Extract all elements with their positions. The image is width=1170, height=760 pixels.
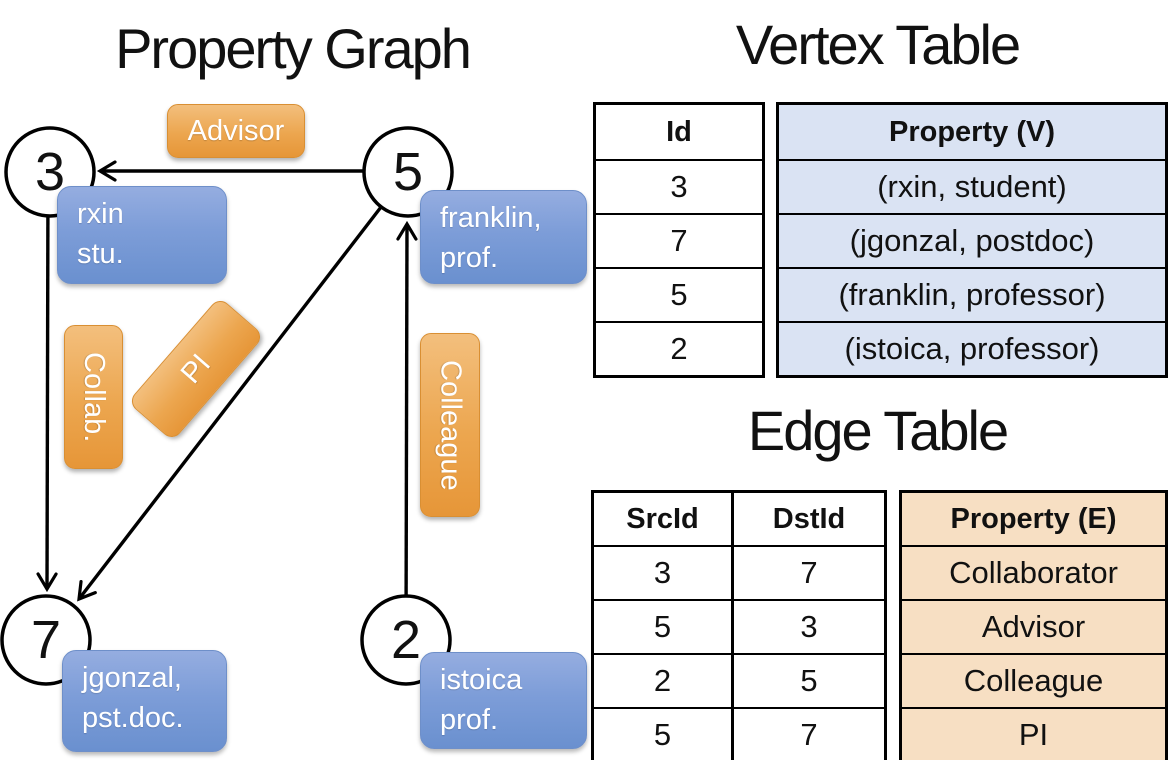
edge-row-dstid: 3 xyxy=(731,601,884,653)
edge-label-advisor: Advisor xyxy=(167,104,305,158)
edge-row-srcid: 5 xyxy=(653,609,672,644)
vertex-callout-2-line2: prof. xyxy=(440,704,499,736)
edge-label-collab: Collab. xyxy=(64,325,123,469)
edge-colleague-2-to-5 xyxy=(396,220,418,639)
edge-table-property-column: Property (E) Collaborator Advisor Collea… xyxy=(899,490,1168,760)
edge-table-title: Edge Table xyxy=(747,399,1009,462)
vertex-table-header-id: Id xyxy=(666,115,692,148)
edge-table-id-columns: SrcId DstId 3 7 5 3 2 5 5 7 xyxy=(591,490,887,760)
vertex-table-property-column: Property (V) (rxin, student) (jgonzal, p… xyxy=(776,102,1168,378)
vertex-callout-3: rxin stu. xyxy=(57,186,227,284)
edge-table-header-srcid: SrcId xyxy=(626,502,699,535)
vertex-table-title: Vertex Table xyxy=(735,13,1021,76)
property-graph-title: Property Graph xyxy=(115,17,472,80)
vertex-callout-3-line2: stu. xyxy=(77,238,124,270)
edge-label-colleague: Colleague xyxy=(420,333,480,517)
vertex-callout-7-line1: jgonzal, xyxy=(82,662,182,694)
edge-row-property: Colleague xyxy=(902,655,1165,707)
vertex-table-id-column: Id 3 7 5 2 xyxy=(593,102,765,378)
edge-row-srcid: 2 xyxy=(653,663,672,698)
vertex-row-property: (franklin, professor) xyxy=(779,269,1165,321)
edge-row-dstid: 5 xyxy=(731,655,884,707)
vertex-callout-5-line1: franklin, xyxy=(440,202,542,234)
vertex-callout-2: istoica prof. xyxy=(420,652,587,749)
vertex-row-id: 5 xyxy=(670,277,688,312)
vertex-callout-5: franklin, prof. xyxy=(420,190,587,284)
edge-pi-5-to-7 xyxy=(77,170,410,602)
edge-row-srcid: 5 xyxy=(653,717,672,752)
vertex-row-property: (rxin, student) xyxy=(779,161,1165,213)
vertex-row-property: (istoica, professor) xyxy=(779,323,1165,375)
vertex-row-property: (jgonzal, postdoc) xyxy=(779,215,1165,267)
edge-row-srcid: 3 xyxy=(653,555,672,590)
vertex-row-id: 2 xyxy=(670,331,688,366)
edge-table-header-property: Property (E) xyxy=(902,493,1165,545)
vertex-callout-7: jgonzal, pst.doc. xyxy=(62,650,227,752)
edge-table-header-dstid: DstId xyxy=(731,493,884,545)
edge-row-dstid: 7 xyxy=(731,709,884,760)
vertex-table-header-property: Property (V) xyxy=(779,105,1165,159)
edge-row-dstid: 7 xyxy=(731,547,884,599)
vertex-callout-3-line1: rxin xyxy=(77,198,124,230)
vertex-row-id: 3 xyxy=(670,169,688,204)
vertex-callout-5-line2: prof. xyxy=(440,242,499,274)
vertex-callout-2-line1: istoica xyxy=(440,664,523,696)
edge-row-property: Collaborator xyxy=(902,547,1165,599)
edge-row-property: Advisor xyxy=(902,601,1165,653)
edge-row-property: PI xyxy=(902,709,1165,760)
edge-collab-3-to-7 xyxy=(36,174,58,593)
vertex-row-id: 7 xyxy=(670,223,688,258)
vertex-callout-7-line2: pst.doc. xyxy=(82,702,184,734)
